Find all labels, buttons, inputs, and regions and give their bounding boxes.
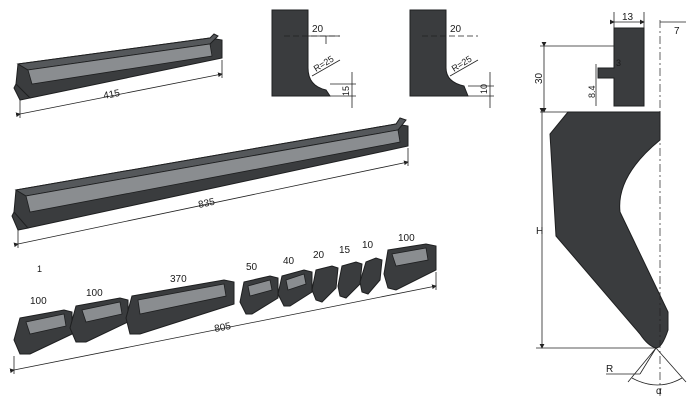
segment-label-3: 370: [170, 274, 187, 285]
segment-label-2: 100: [86, 288, 103, 299]
horn-1-width-label: 20: [312, 24, 324, 35]
segment-label-4: 50: [246, 262, 258, 273]
profile-angle-label: α: [656, 386, 662, 397]
segment-label-1: 100: [30, 296, 47, 307]
horn-2-width-label: 20: [450, 24, 462, 35]
segment-100-c: [383, 243, 437, 291]
horn-detail-2: 20 R=25 10: [409, 9, 494, 108]
segment-label-6: 20: [313, 250, 325, 261]
tick-label: 1: [37, 264, 42, 274]
profile-tang-height-label: 30: [534, 72, 545, 84]
horn-1-height-label: 15: [341, 86, 351, 96]
tool-profile-section: 13 7 3 8.4 30 H R α: [534, 12, 687, 397]
segment-20: [311, 265, 339, 303]
sectioned-tool-set: 100 100 370 50 40 20 15 10 100 1 805: [9, 233, 437, 374]
horn-detail-1: 20 R=25 15: [271, 9, 356, 108]
segment-15: [337, 261, 363, 299]
segment-50: [239, 275, 279, 315]
segment-label-7: 15: [339, 245, 351, 256]
segment-100-b: [69, 297, 129, 343]
profile-groove-label: 3: [616, 58, 621, 68]
profile-radius-label: R: [606, 364, 613, 375]
profile-height-label: H: [536, 226, 543, 237]
segment-40: [277, 269, 313, 307]
sectioned-total-label: 805: [213, 321, 232, 335]
segment-label-5: 40: [283, 256, 295, 267]
tool-415-length-label: 415: [102, 88, 121, 102]
tool-415: 415: [13, 33, 223, 118]
horn-2-height-label: 10: [479, 84, 489, 94]
profile-groove-depth-label: 8.4: [587, 85, 597, 98]
horn-1-radius-label: R=25: [312, 54, 336, 74]
profile-offset-label: 7: [674, 26, 680, 37]
profile-tang-width-label: 13: [622, 12, 634, 23]
tool-835-length-label: 835: [197, 197, 216, 211]
horn-2-radius-label: R=25: [450, 54, 474, 74]
segment-10: [359, 257, 383, 295]
segment-100-a: [13, 309, 73, 355]
tool-835: 835: [11, 117, 409, 248]
segment-label-9: 100: [398, 233, 415, 244]
segment-label-8: 10: [362, 240, 374, 251]
